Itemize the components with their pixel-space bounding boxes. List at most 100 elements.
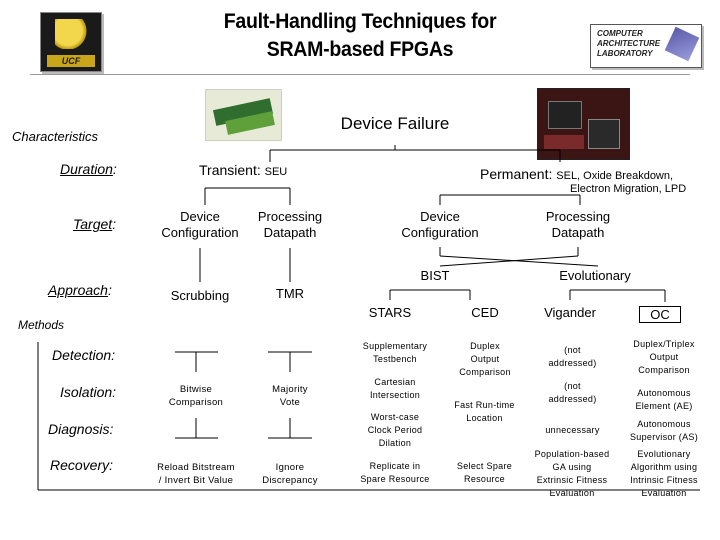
cell-line: Intersection [369,390,421,400]
tmr-recovery-cell: Ignore Discrepancy [250,461,330,487]
oc-technique: OC [639,306,681,323]
scrubbing-recovery-cell: Reload Bitstream / Invert Bit Value [141,461,251,487]
vigander-technique: Vigander [544,305,596,320]
target-colon: : [112,216,117,232]
cell-line: Vote [279,397,301,408]
cell-line: Ignore [275,462,305,473]
permanent-detail-2: Electron Migration, LPD [570,183,687,195]
ucf-logo-text: UCF [47,55,95,67]
diagnosis-label: Diagnosis: [48,421,114,437]
cell-line: Bitwise [179,384,213,395]
cell-line: Duplex [470,341,500,351]
vigander-recovery-cell: Population-based GA using Extrinsic Fitn… [522,448,622,500]
recovery-label: Recovery: [50,457,114,473]
transient-label: Transient: [199,162,261,178]
cell-line: (not [564,345,581,355]
evolutionary-approach: Evolutionary [559,268,631,283]
transient-device-configuration: Device Configuration [150,209,250,241]
target-text: Target [73,216,113,232]
target-label: Target: [73,216,116,232]
cell-line: Resource [464,474,505,484]
permanent-device-configuration: Device Configuration [390,209,490,241]
characteristics-heading: Characteristics [12,129,98,144]
vigander-isolation-cell: (not addressed) [530,380,615,406]
cell-line: Location [466,413,503,423]
pegasus-icon [55,19,87,49]
target-line: Device [180,209,220,224]
cell-line: Element (AE) [635,401,693,411]
cell-line: Population-based [534,449,610,459]
target-line: Processing [257,209,323,224]
target-line: Datapath [263,225,317,240]
ced-technique: CED [471,305,499,320]
cell-line: Evolutionary [637,449,691,459]
target-line: Configuration [161,225,239,240]
transient-node: Transient: SEU [199,162,287,178]
tmr-approach: TMR [275,286,305,301]
cell-line: Algorithm using [630,462,698,472]
cell-line: Replicate in [369,461,421,471]
target-line: Datapath [551,225,605,240]
transient-detail: SEU [264,166,288,178]
ucf-logo: UCF [40,12,102,72]
ced-isolation-cell: Fast Run-time Location [437,399,532,425]
cell-line: Output [470,354,500,364]
memory-module-image [205,89,282,141]
cell-line: Comparison [168,397,224,408]
header-divider [30,74,690,75]
oc-diagnosis-cell: Autonomous Supervisor (AS) [618,418,710,444]
page-title: Fault-Handling Techniques for SRAM-based… [183,8,536,64]
duration-text: Duration [60,161,113,177]
cell-line: Evaluation [641,488,687,498]
vigander-diagnosis-cell: unnecessary [545,425,600,435]
cell-line: Evaluation [549,488,595,498]
stars-detection-cell: Supplementary Testbench [345,340,445,366]
cell-line: Spare Resource [360,474,430,484]
cell-line: Discrepancy [262,475,318,486]
cell-line: Testbench [373,354,417,364]
stars-diagnosis-cell: Worst-case Clock Period Dilation [345,411,445,450]
approach-label: Approach: [48,282,112,298]
permanent-processing-datapath: Processing Datapath [533,209,623,241]
detection-label: Detection: [52,347,116,363]
cell-line: GA using [552,462,592,472]
tmr-isolation-cell: Majority Vote [250,383,330,409]
cell-line: Duplex/Triplex [633,339,695,349]
ced-recovery-cell: Select Spare Resource [437,460,532,486]
permanent-node: Permanent: SEL, Oxide Breakdown, [480,166,673,182]
vigander-detection-cell: (not addressed) [530,344,615,370]
oc-recovery-cell: Evolutionary Algorithm using Intrinsic F… [618,448,710,500]
ced-detection-cell: Duplex Output Comparison [440,340,530,379]
cell-line: Cartesian [374,377,416,387]
approach-colon: : [107,282,112,298]
device-failure-label: Device Failure [340,114,450,133]
cell-line: Select Spare [456,461,513,471]
circuit-board-image [537,88,630,160]
cell-line: Autonomous [637,419,691,429]
stars-recovery-cell: Replicate in Spare Resource [345,460,445,486]
approach-text: Approach [48,282,108,298]
bist-approach: BIST [420,268,450,283]
permanent-detail-1: SEL, Oxide Breakdown, [556,170,674,182]
cell-line: Worst-case [370,412,420,422]
transient-processing-datapath: Processing Datapath [245,209,335,241]
scrubbing-isolation-cell: Bitwise Comparison [146,383,246,409]
title-line-2: SRAM-based FPGAs [266,38,454,61]
cell-line: Comparison [638,365,690,375]
stars-technique: STARS [368,305,412,320]
cell-line: Dilation [378,438,412,448]
cell-line: Reload Bitstream [157,462,235,473]
duration-colon: : [112,161,117,177]
cell-line: Supplementary [362,341,428,351]
duration-label: Duration: [60,161,117,177]
cell-line: Autonomous [637,388,691,398]
cell-line: Majority [272,384,308,395]
computer-architecture-lab-logo: COMPUTER ARCHITECTURE LABORATORY [590,24,702,68]
title-line-1: Fault-Handling Techniques for [223,10,497,33]
scrubbing-approach: Scrubbing [170,288,230,303]
isolation-label: Isolation: [60,384,117,400]
stars-isolation-cell: Cartesian Intersection [345,376,445,402]
target-line: Processing [545,209,611,224]
permanent-label: Permanent: [480,166,553,182]
